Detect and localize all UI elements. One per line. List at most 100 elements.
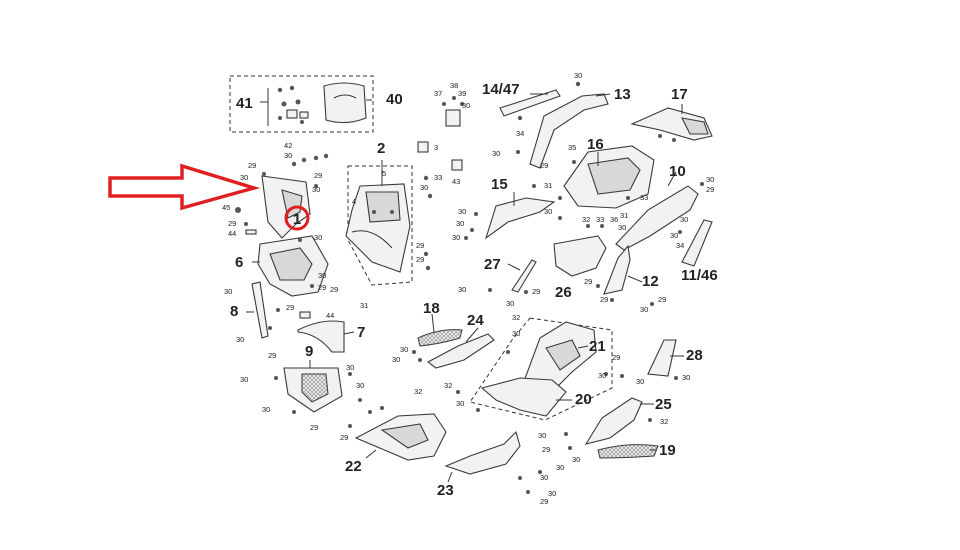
part-20-lower-floor bbox=[480, 377, 567, 417]
part-41-hardware bbox=[267, 85, 309, 126]
small-label: 30 bbox=[346, 363, 354, 372]
small-label: 29 bbox=[658, 295, 666, 304]
small-label: 5 bbox=[382, 169, 386, 178]
small-label: 29 bbox=[340, 433, 348, 442]
part-8-bracket bbox=[251, 281, 269, 339]
small-label: 30 bbox=[706, 175, 714, 184]
small-label: 30 bbox=[262, 405, 270, 414]
part-13-rear-rail bbox=[529, 93, 609, 169]
label-12: 12 bbox=[642, 273, 659, 290]
small-label: 36 bbox=[610, 215, 618, 224]
small-label: 31 bbox=[360, 301, 368, 310]
small-label: 30 bbox=[462, 101, 470, 110]
part-40-windscreen bbox=[323, 82, 367, 124]
label-21: 21 bbox=[589, 338, 606, 355]
small-label: 37 bbox=[434, 89, 442, 98]
small-label: 31 bbox=[620, 211, 628, 220]
small-label: 29 bbox=[706, 185, 714, 194]
label-14-47: 14/47 bbox=[482, 81, 520, 98]
part-43-clip bbox=[451, 159, 463, 171]
part-14-47-rail bbox=[499, 89, 561, 117]
small-label: 30 bbox=[400, 345, 408, 354]
label-41: 41 bbox=[236, 95, 253, 112]
label-26: 26 bbox=[555, 284, 572, 301]
part-3-clip bbox=[417, 141, 429, 153]
small-label: 33 bbox=[640, 193, 648, 202]
label-11-46: 11/46 bbox=[681, 267, 718, 284]
small-label: 30 bbox=[636, 377, 644, 386]
small-label: 29 bbox=[318, 283, 326, 292]
small-label: 30 bbox=[492, 149, 500, 158]
small-label: 34 bbox=[516, 129, 524, 138]
part-15-side-cover bbox=[484, 197, 556, 240]
small-label: 30 bbox=[538, 431, 546, 440]
small-label: 30 bbox=[572, 455, 580, 464]
part-27-trim-strip bbox=[511, 259, 537, 293]
small-label: 30 bbox=[548, 489, 556, 498]
small-label: 31 bbox=[544, 181, 552, 190]
small-label: 30 bbox=[458, 285, 466, 294]
small-label: 32 bbox=[512, 313, 520, 322]
small-label: 30 bbox=[512, 329, 520, 338]
small-label: 30 bbox=[506, 299, 514, 308]
small-label: 29 bbox=[542, 445, 550, 454]
part-26-inner-cover bbox=[553, 235, 607, 277]
small-label: 39 bbox=[458, 89, 466, 98]
small-label: 32 bbox=[582, 215, 590, 224]
small-label: 38 bbox=[450, 81, 458, 90]
small-label: 30 bbox=[452, 233, 460, 242]
small-label: 30 bbox=[544, 207, 552, 216]
label-24: 24 bbox=[467, 312, 484, 329]
small-label: 30 bbox=[640, 305, 648, 314]
small-label: 30 bbox=[356, 381, 364, 390]
small-label: 30 bbox=[574, 71, 582, 80]
small-label: 30 bbox=[456, 219, 464, 228]
small-label: 29 bbox=[310, 423, 318, 432]
label-20: 20 bbox=[575, 391, 592, 408]
small-label: 29 bbox=[612, 353, 620, 362]
small-label: 29 bbox=[314, 171, 322, 180]
part-7-side-piece bbox=[297, 320, 345, 353]
part-38-clip bbox=[445, 109, 461, 127]
small-label: 35 bbox=[568, 143, 576, 152]
part-25-side-skirt bbox=[584, 397, 643, 445]
label-19: 19 bbox=[659, 442, 676, 459]
small-label: 44 bbox=[326, 311, 334, 320]
label-10: 10 bbox=[669, 163, 686, 180]
small-label: 29 bbox=[416, 241, 424, 250]
label-8: 8 bbox=[230, 303, 238, 320]
part-11-46-side-trim bbox=[681, 219, 713, 267]
part-23-side-skirt bbox=[444, 430, 521, 475]
box-21-20 bbox=[469, 317, 613, 421]
label-9: 9 bbox=[305, 343, 313, 360]
small-label: 44 bbox=[228, 229, 236, 238]
hardware-number-labels: 29 30 42 30 29 45 30 29 44 30 30 29 30 2… bbox=[222, 71, 714, 506]
label-13: 13 bbox=[614, 86, 631, 103]
label-15: 15 bbox=[491, 176, 508, 193]
part-12-lower-panel bbox=[603, 244, 631, 295]
label-40: 40 bbox=[386, 91, 403, 108]
small-label: 30 bbox=[540, 473, 548, 482]
label-7: 7 bbox=[357, 324, 365, 341]
small-label: 33 bbox=[596, 215, 604, 224]
small-label: 29 bbox=[416, 255, 424, 264]
small-label: 29 bbox=[248, 161, 256, 170]
small-label: 30 bbox=[556, 463, 564, 472]
label-22: 22 bbox=[345, 458, 362, 475]
label-17: 17 bbox=[671, 86, 688, 103]
callout-number: 1 bbox=[293, 211, 301, 228]
red-arrow-indicator bbox=[108, 163, 261, 211]
small-label: 29 bbox=[532, 287, 540, 296]
label-27: 27 bbox=[484, 256, 501, 273]
small-label: 30 bbox=[682, 373, 690, 382]
label-16: 16 bbox=[587, 136, 604, 153]
label-23: 23 bbox=[437, 482, 454, 499]
small-label: 4 bbox=[352, 197, 356, 206]
leader-lines bbox=[246, 93, 684, 483]
small-label: 29 bbox=[286, 303, 294, 312]
small-label: 30 bbox=[670, 231, 678, 240]
small-label: 30 bbox=[458, 207, 466, 216]
small-label: 30 bbox=[456, 399, 464, 408]
small-label: 30 bbox=[312, 185, 320, 194]
